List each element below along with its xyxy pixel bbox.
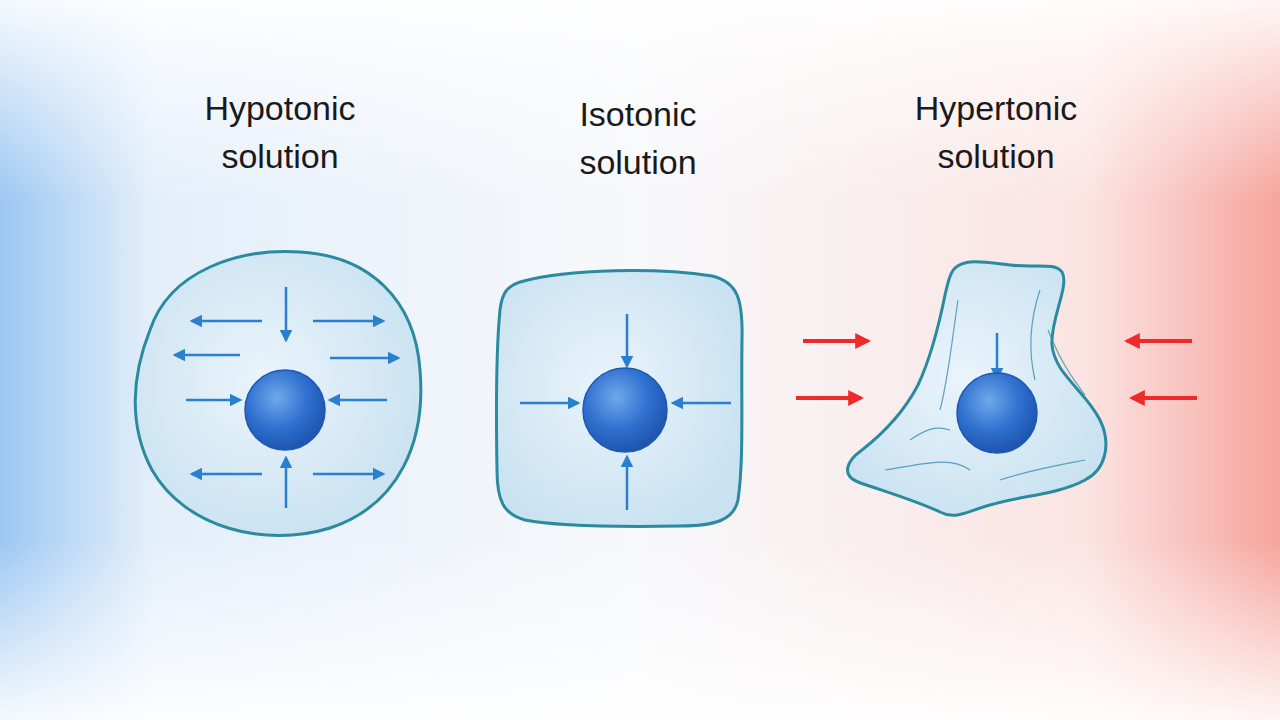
water-arrows [175, 287, 398, 508]
pressure-arrows [796, 341, 1197, 398]
swollen-cell [135, 252, 421, 536]
nucleus [245, 370, 325, 450]
solution-heading: Hypertonic solution [891, 84, 1101, 180]
solution-heading: Isotonic solution [533, 90, 743, 186]
shrunken-cell [847, 262, 1105, 516]
nucleus [957, 373, 1037, 453]
water-arrow [996, 333, 999, 378]
membrane-wrinkles [885, 290, 1085, 480]
normal-cell [496, 271, 742, 527]
solution-heading: Hypotonic solution [175, 84, 385, 180]
nucleus [583, 368, 667, 452]
water-arrows [520, 314, 731, 510]
